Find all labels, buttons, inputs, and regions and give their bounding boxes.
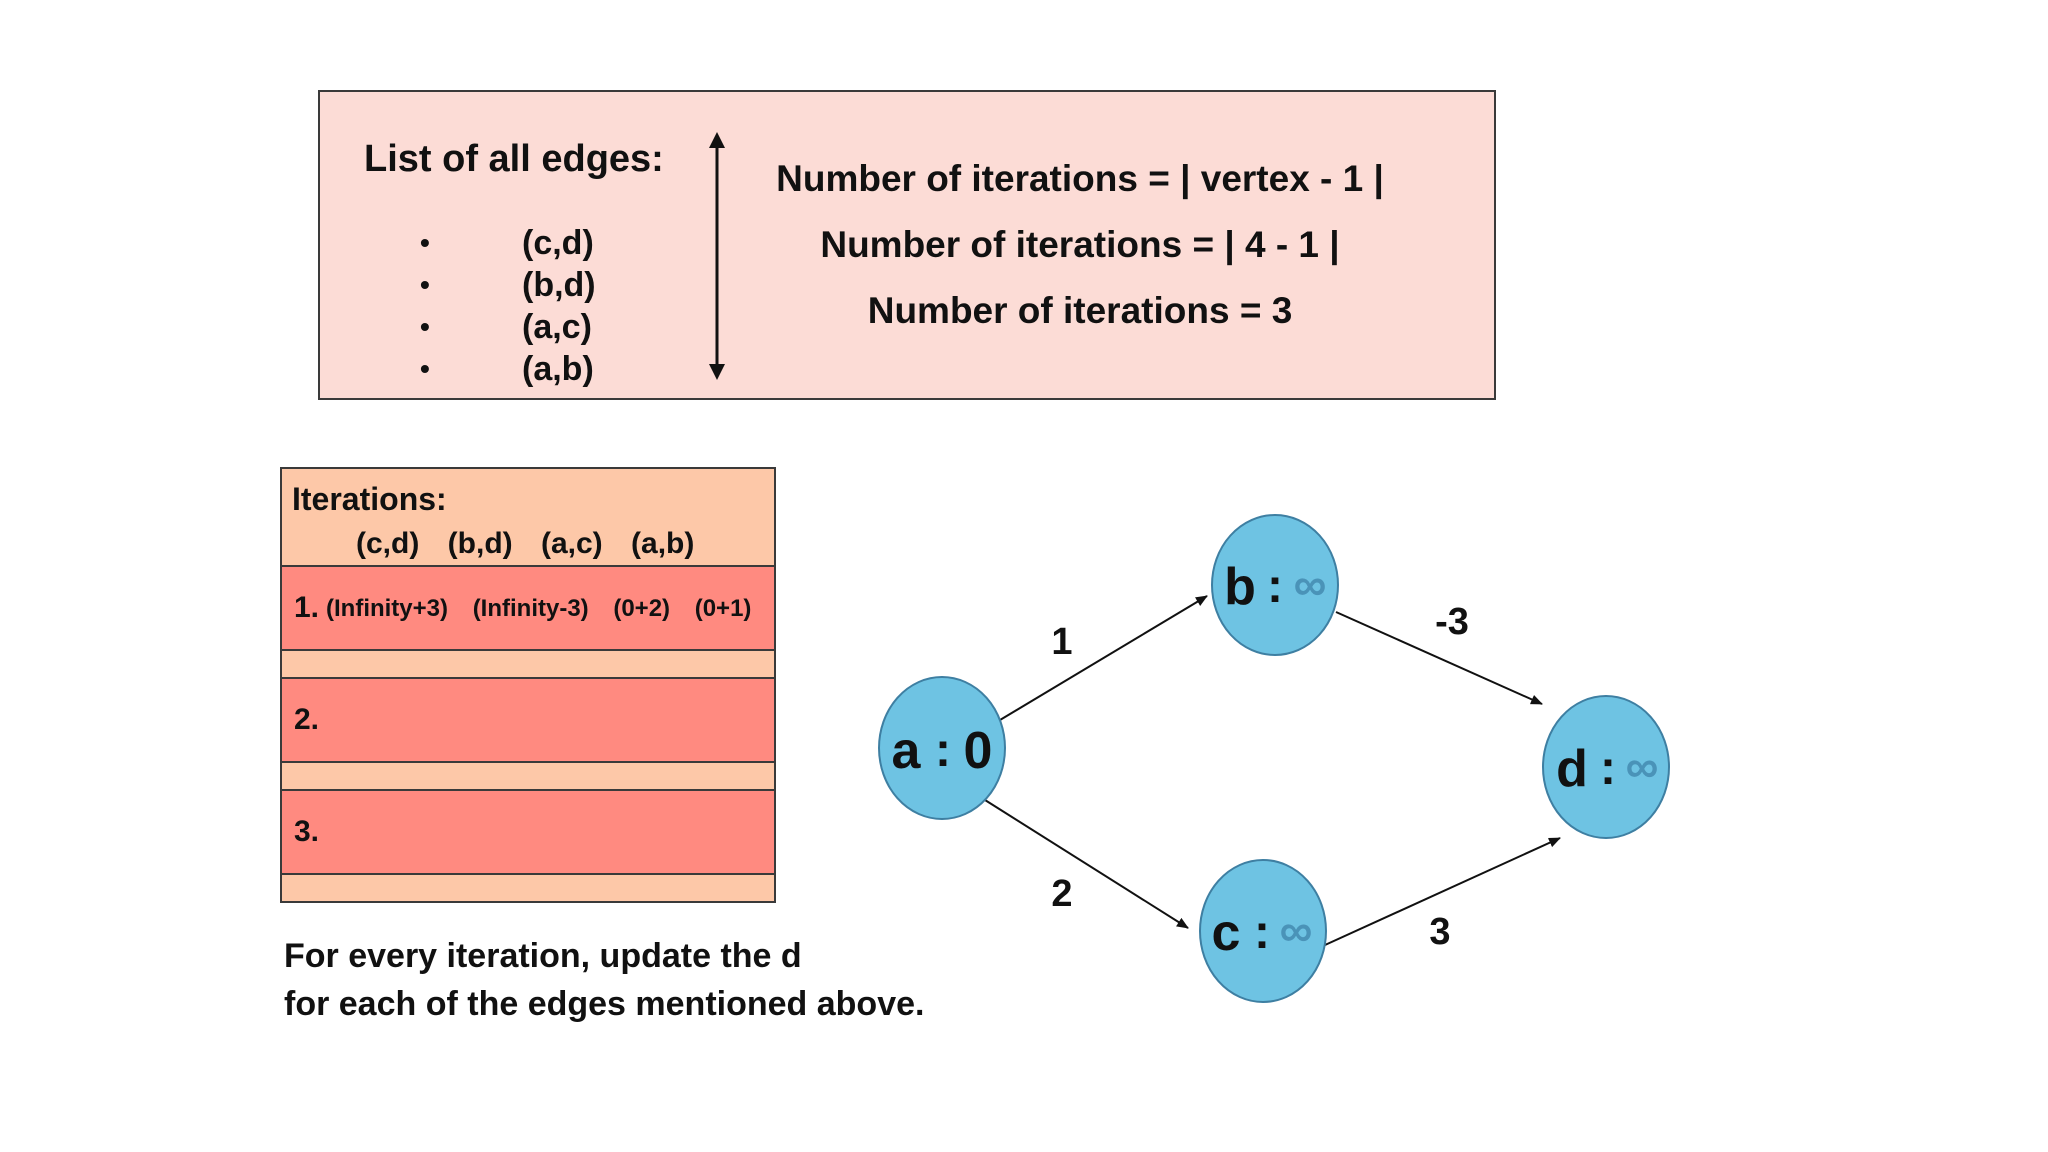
iterations-title: Iterations: [292, 481, 447, 517]
bullet-icon: • [420, 353, 430, 384]
node-a-name: a [892, 722, 922, 780]
iteration-values: (Infinity+3) (Infinity-3) (0+2) (0+1) [326, 595, 769, 623]
iteration-number: 2. [294, 703, 320, 736]
edges-list-title: List of all edges: [364, 138, 664, 180]
iteration-row: 1. (Infinity+3) (Infinity-3) (0+2) (0+1) [282, 567, 774, 651]
iteration-formulas: Number of iterations = | vertex - 1 | Nu… [750, 156, 1410, 354]
node-b: b : ∞ [1211, 514, 1339, 656]
iteration-spacer [282, 763, 774, 791]
iteration-number: 3. [294, 815, 320, 848]
bullet-icon: • [420, 311, 430, 342]
bullet-icon: • [420, 269, 430, 300]
node-a-circle [878, 676, 1006, 820]
node-b-distance: ∞ [1294, 558, 1327, 610]
iteration-value: (0+1) [694, 595, 752, 622]
edges-info-box: List of all edges: • (c,d) • (b,d) • (a,… [318, 90, 1496, 400]
edge-c-d [1324, 837, 1561, 946]
formula-line: Number of iterations = 3 [867, 290, 1293, 331]
formula-line: Number of iterations = | vertex - 1 | [776, 158, 1384, 199]
node-c-circle [1199, 859, 1327, 1003]
edge-weight-c-d: 3 [1429, 911, 1450, 953]
edge-label: (a,b) [522, 350, 594, 388]
node-d-name: d [1556, 740, 1588, 798]
column-header: (a,b) [631, 527, 695, 560]
iterations-columns: (c,d) (b,d) (a,c) (a,b) [356, 527, 714, 561]
node-d-distance: ∞ [1626, 740, 1659, 792]
node-d-circle [1542, 695, 1670, 839]
iteration-value: (Infinity+3) [326, 595, 449, 622]
node-a: a : 0 [878, 676, 1006, 820]
bullet-icon: • [420, 227, 430, 258]
column-header: (c,d) [356, 527, 420, 560]
iteration-spacer [282, 875, 774, 901]
edge-b-d [1335, 611, 1543, 705]
caption-line: For every iteration, update the d [284, 937, 802, 975]
iteration-number: 1. [294, 591, 320, 624]
node-c-name: c [1212, 904, 1241, 962]
node-a-distance: 0 [964, 722, 993, 780]
node-b-circle [1211, 514, 1339, 656]
iteration-row: 2. [282, 679, 774, 763]
iterations-header: Iterations: (c,d) (b,d) (a,c) (a,b) [282, 469, 774, 567]
node-separator: : [935, 724, 951, 777]
column-header: (b,d) [447, 527, 513, 560]
iteration-value: (0+2) [613, 595, 671, 622]
caption: For every iteration, update the d for ea… [284, 932, 924, 1028]
edge-label: (c,d) [522, 224, 594, 262]
formula-line: Number of iterations = | 4 - 1 | [820, 224, 1340, 265]
node-separator: : [1600, 742, 1616, 795]
node-separator: : [1254, 906, 1270, 959]
edge-weight-a-b: 1 [1051, 621, 1072, 663]
edge-weight-b-d: -3 [1435, 601, 1469, 643]
node-separator: : [1267, 560, 1283, 613]
edge-a-c [984, 799, 1189, 929]
node-c: c : ∞ [1199, 859, 1327, 1003]
caption-line: for each of the edges mentioned above. [284, 985, 925, 1023]
double-arrow-icon [709, 132, 725, 380]
node-c-distance: ∞ [1280, 904, 1313, 956]
node-d: d : ∞ [1542, 695, 1670, 839]
iteration-row: 3. [282, 791, 774, 875]
node-b-name: b [1224, 558, 1256, 616]
column-header: (a,c) [540, 527, 603, 560]
iteration-spacer [282, 651, 774, 679]
edge-a-b [999, 595, 1208, 721]
edge-label: (b,d) [522, 266, 596, 304]
edge-label: (a,c) [522, 308, 592, 346]
iteration-value: (Infinity-3) [472, 595, 589, 622]
iterations-table: Iterations: (c,d) (b,d) (a,c) (a,b) 1. (… [280, 467, 776, 903]
edge-weight-a-c: 2 [1051, 873, 1072, 915]
